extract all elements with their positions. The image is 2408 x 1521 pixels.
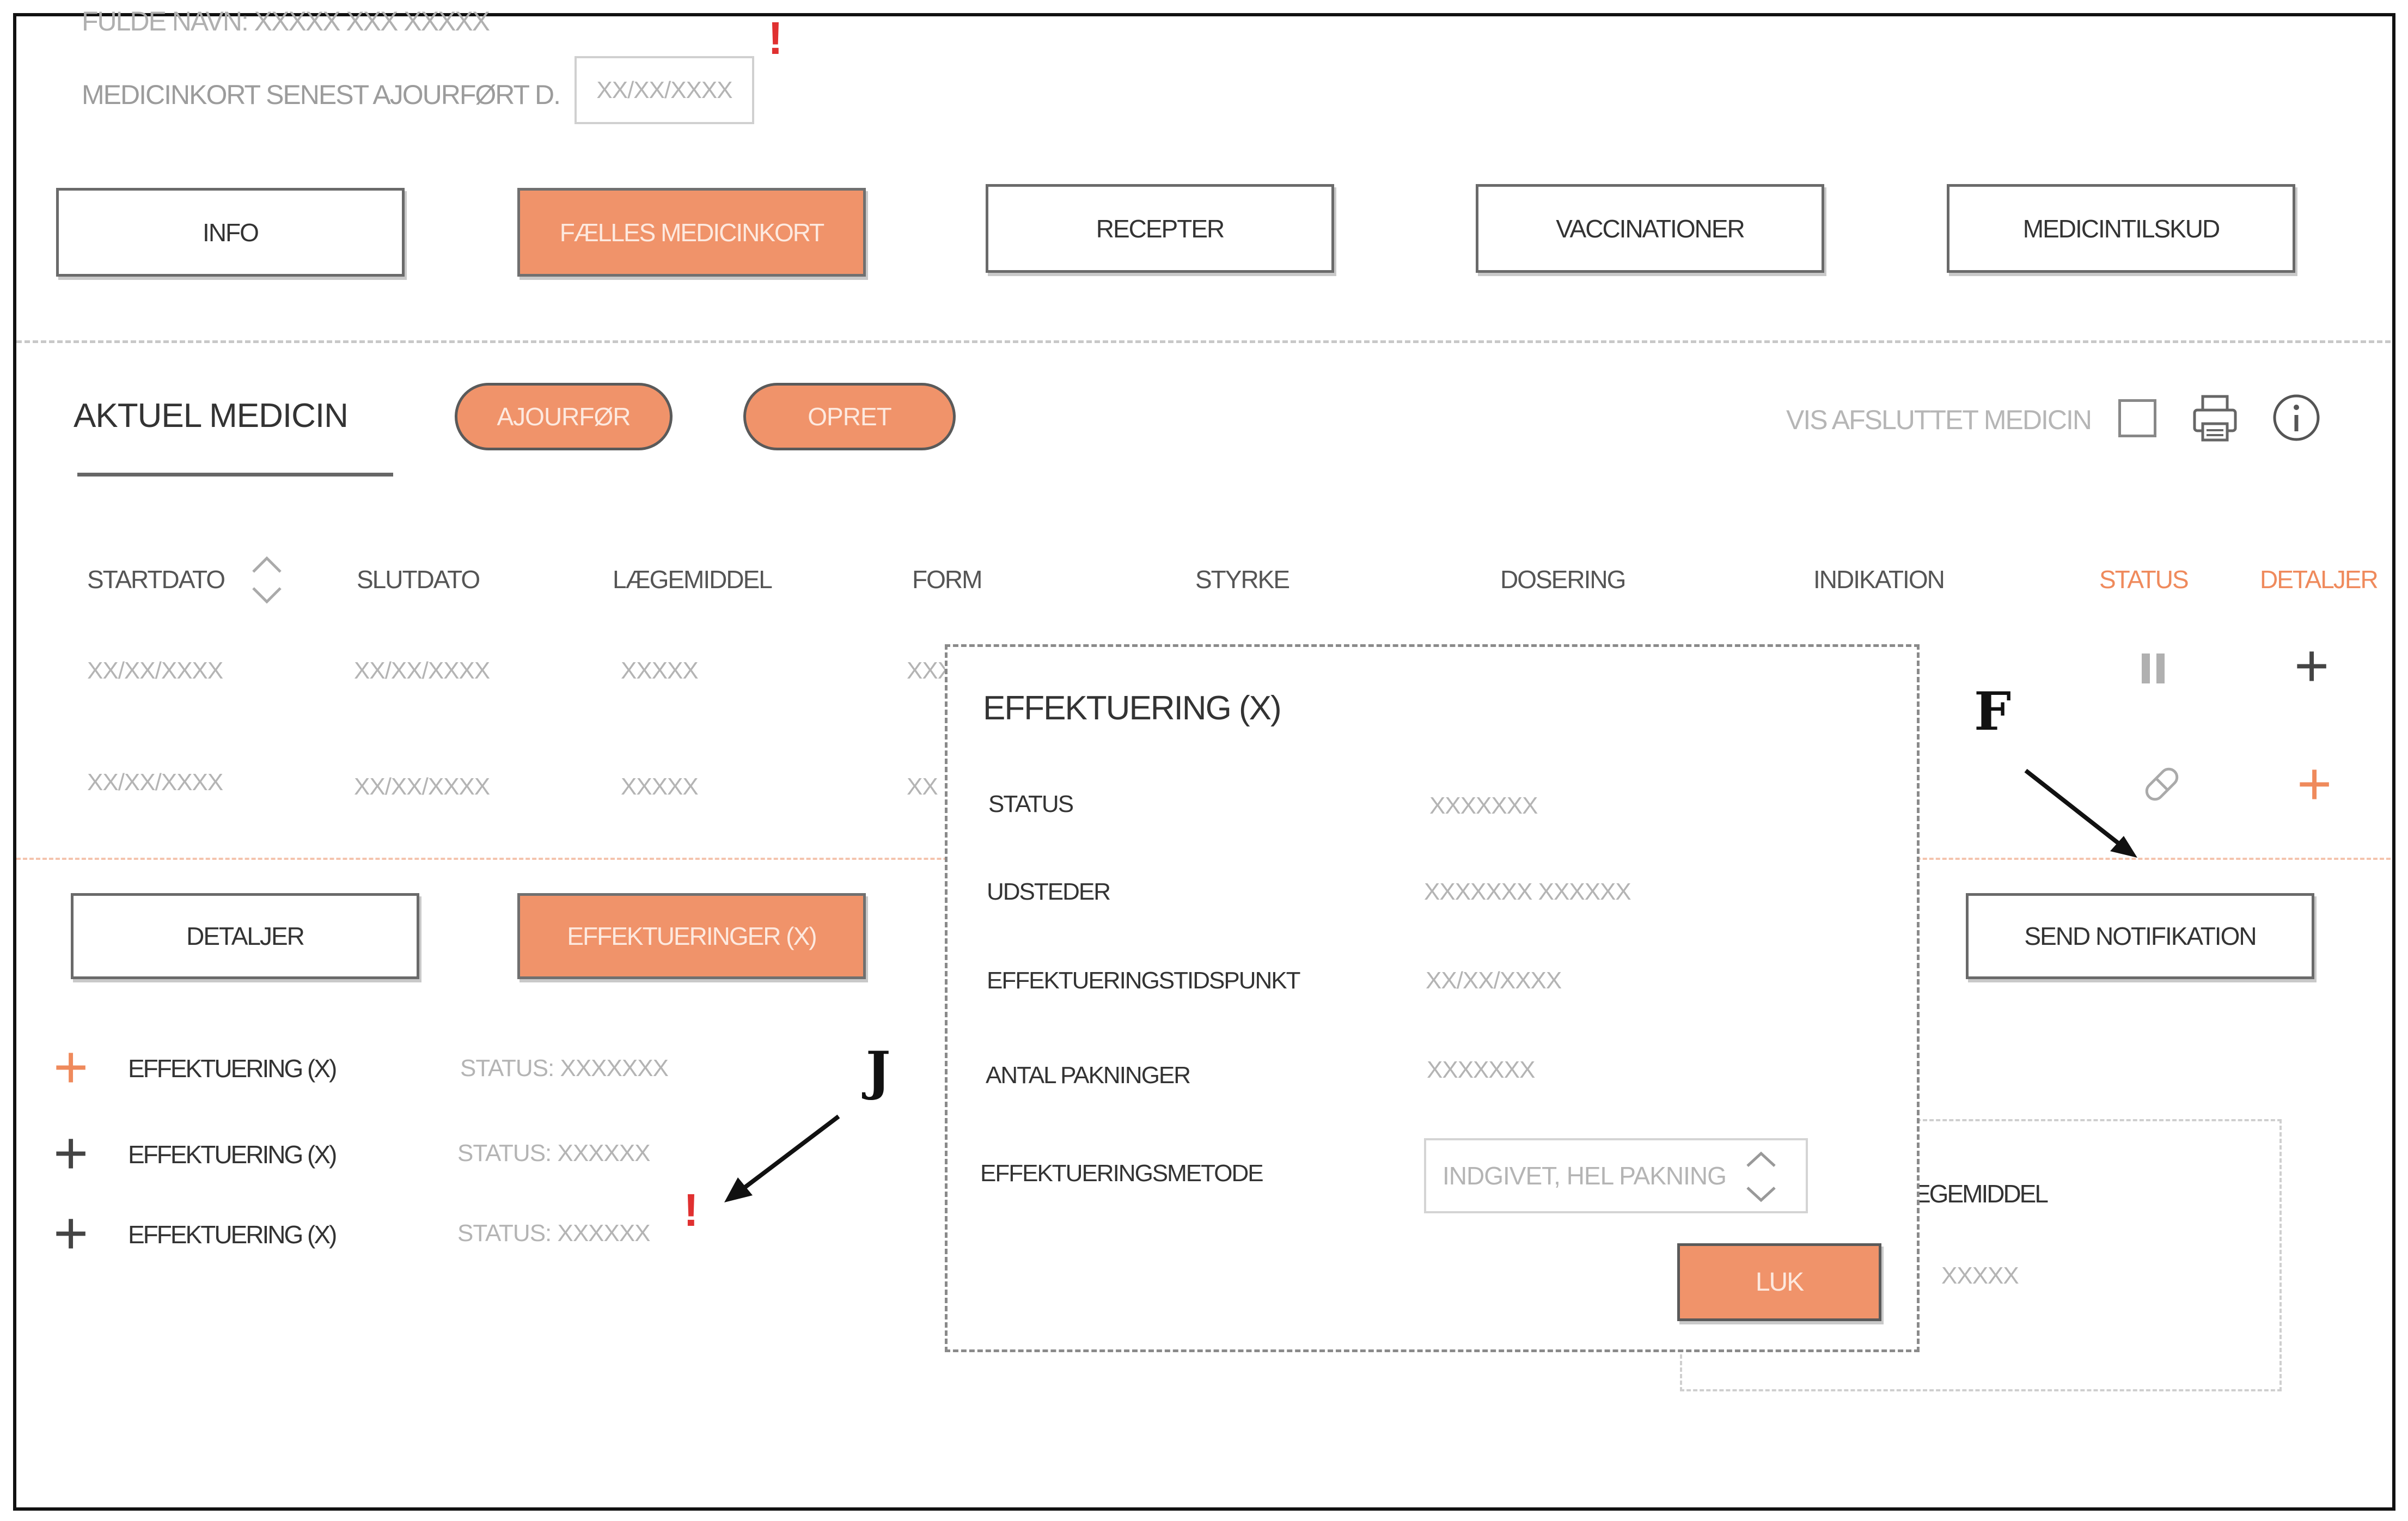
- column-detaljer[interactable]: DETALJER: [2260, 565, 2379, 594]
- effectuation-1-expand-icon[interactable]: +: [53, 1034, 89, 1101]
- effectuation-modal: [945, 644, 1920, 1352]
- effectuation-1-status: STATUS: XXXXXXX: [460, 1055, 669, 1082]
- updated-date-value: XX/XX/XXXX: [596, 76, 732, 103]
- row2-startdato: XX/XX/XXXX: [87, 769, 223, 796]
- show-ended-label: VIS AFSLUTTET MEDICIN: [1786, 405, 2092, 435]
- header-divider: [16, 340, 2391, 343]
- row1-laegemiddel: XXXXX: [621, 657, 699, 684]
- effectuations-tab[interactable]: EFFEKTUERINGER (X): [517, 893, 866, 979]
- effectuation-3-status: STATUS: XXXXXX: [457, 1220, 651, 1247]
- modal-issuer-value: XXXXXXX XXXXXX: [1424, 878, 1631, 905]
- figure-frame: [13, 13, 2395, 1511]
- effectuation-2-expand-icon[interactable]: +: [53, 1120, 89, 1187]
- background-panel-value: XXXXX: [1941, 1262, 2019, 1289]
- annotation-j-arrow-icon: [713, 1111, 849, 1209]
- modal-status-value: XXXXXXX: [1429, 792, 1538, 819]
- close-modal-button[interactable]: LUK: [1677, 1243, 1881, 1321]
- modal-title: EFFEKTUERING (X): [983, 689, 1282, 727]
- row2-laegemiddel: XXXXX: [621, 773, 699, 800]
- row2-details-plus-icon[interactable]: +: [2297, 750, 2332, 817]
- modal-issuer-label: UDSTEDER: [987, 878, 1111, 905]
- annotation-f-label: F: [1974, 681, 2012, 742]
- update-button[interactable]: AJOURFØR: [455, 383, 673, 450]
- effectuation-1-label[interactable]: EFFEKTUERING (X): [128, 1054, 337, 1083]
- effectuation-3-expand-icon[interactable]: +: [53, 1200, 89, 1267]
- method-stepper-icon[interactable]: [1739, 1147, 1783, 1207]
- row2-form: XX: [907, 773, 938, 800]
- method-select-value: INDGIVET, HEL PAKNING: [1443, 1162, 1727, 1190]
- column-dosering[interactable]: DOSERING: [1500, 565, 1626, 594]
- row1-startdato: XX/XX/XXXX: [87, 657, 223, 684]
- effectuation-2-label[interactable]: EFFEKTUERING (X): [128, 1140, 337, 1169]
- details-tab[interactable]: DETALJER: [71, 893, 419, 979]
- modal-timestamp-label: EFFEKTUERINGSTIDSPUNKT: [987, 967, 1300, 994]
- tab-prescriptions[interactable]: RECEPTER: [986, 184, 1334, 273]
- column-startdato[interactable]: STARTDATO: [87, 565, 225, 594]
- modal-method-label: EFFEKTUERINGSMETODE: [980, 1160, 1264, 1187]
- updated-label: MEDICINKORT SENEST AJOURFØRT D.: [82, 80, 561, 110]
- modal-packages-value: XXXXXXX: [1427, 1056, 1535, 1083]
- effectuation-2-status: STATUS: XXXXXX: [457, 1140, 651, 1166]
- section-title-underline: [77, 473, 393, 477]
- full-name-label: FULDE NAVN: XXXXX XXX XXXXX: [82, 6, 490, 36]
- tab-vaccinations[interactable]: VACCINATIONER: [1476, 184, 1824, 273]
- create-button[interactable]: OPRET: [743, 383, 956, 450]
- sort-icon[interactable]: [248, 550, 286, 610]
- effectuation-3-label[interactable]: EFFEKTUERING (X): [128, 1220, 337, 1249]
- row1-details-plus-icon[interactable]: +: [2294, 632, 2330, 699]
- tab-shared-medicine-card[interactable]: FÆLLES MEDICINKORT: [517, 188, 866, 277]
- column-indikation[interactable]: INDIKATION: [1813, 565, 1945, 594]
- pause-icon[interactable]: [2137, 648, 2170, 689]
- modal-packages-label: ANTAL PAKNINGER: [986, 1062, 1191, 1089]
- column-form[interactable]: FORM: [912, 565, 982, 594]
- background-panel-label: EGEMIDDEL: [1914, 1180, 2049, 1208]
- send-notification-button[interactable]: SEND NOTIFIKATION: [1966, 893, 2314, 979]
- tab-info[interactable]: INFO: [56, 188, 405, 277]
- modal-status-label: STATUS: [988, 791, 1074, 817]
- info-icon[interactable]: [2271, 392, 2323, 444]
- pill-icon[interactable]: [2137, 760, 2186, 809]
- alert-mark: !: [768, 13, 783, 64]
- effectuation-3-alert-mark: !: [683, 1184, 699, 1236]
- column-status[interactable]: STATUS: [2099, 565, 2189, 594]
- row2-slutdato: XX/XX/XXXX: [354, 773, 490, 800]
- method-select[interactable]: INDGIVET, HEL PAKNING: [1424, 1138, 1808, 1213]
- column-styrke[interactable]: STYRKE: [1195, 565, 1290, 594]
- annotation-j-label: J: [866, 1040, 891, 1102]
- annotation-f-arrow-icon: [2015, 760, 2146, 869]
- show-ended-checkbox[interactable]: [2118, 399, 2156, 437]
- row1-slutdato: XX/XX/XXXX: [354, 657, 490, 684]
- column-laegemiddel[interactable]: LÆGEMIDDEL: [613, 565, 773, 594]
- tab-medicine-subsidy[interactable]: MEDICINTILSKUD: [1947, 184, 2295, 273]
- printer-icon[interactable]: [2189, 392, 2241, 444]
- section-title: AKTUEL MEDICIN: [74, 397, 349, 435]
- updated-date-field[interactable]: XX/XX/XXXX: [575, 56, 754, 124]
- column-slutdato[interactable]: SLUTDATO: [357, 565, 480, 594]
- modal-timestamp-value: XX/XX/XXXX: [1426, 967, 1562, 994]
